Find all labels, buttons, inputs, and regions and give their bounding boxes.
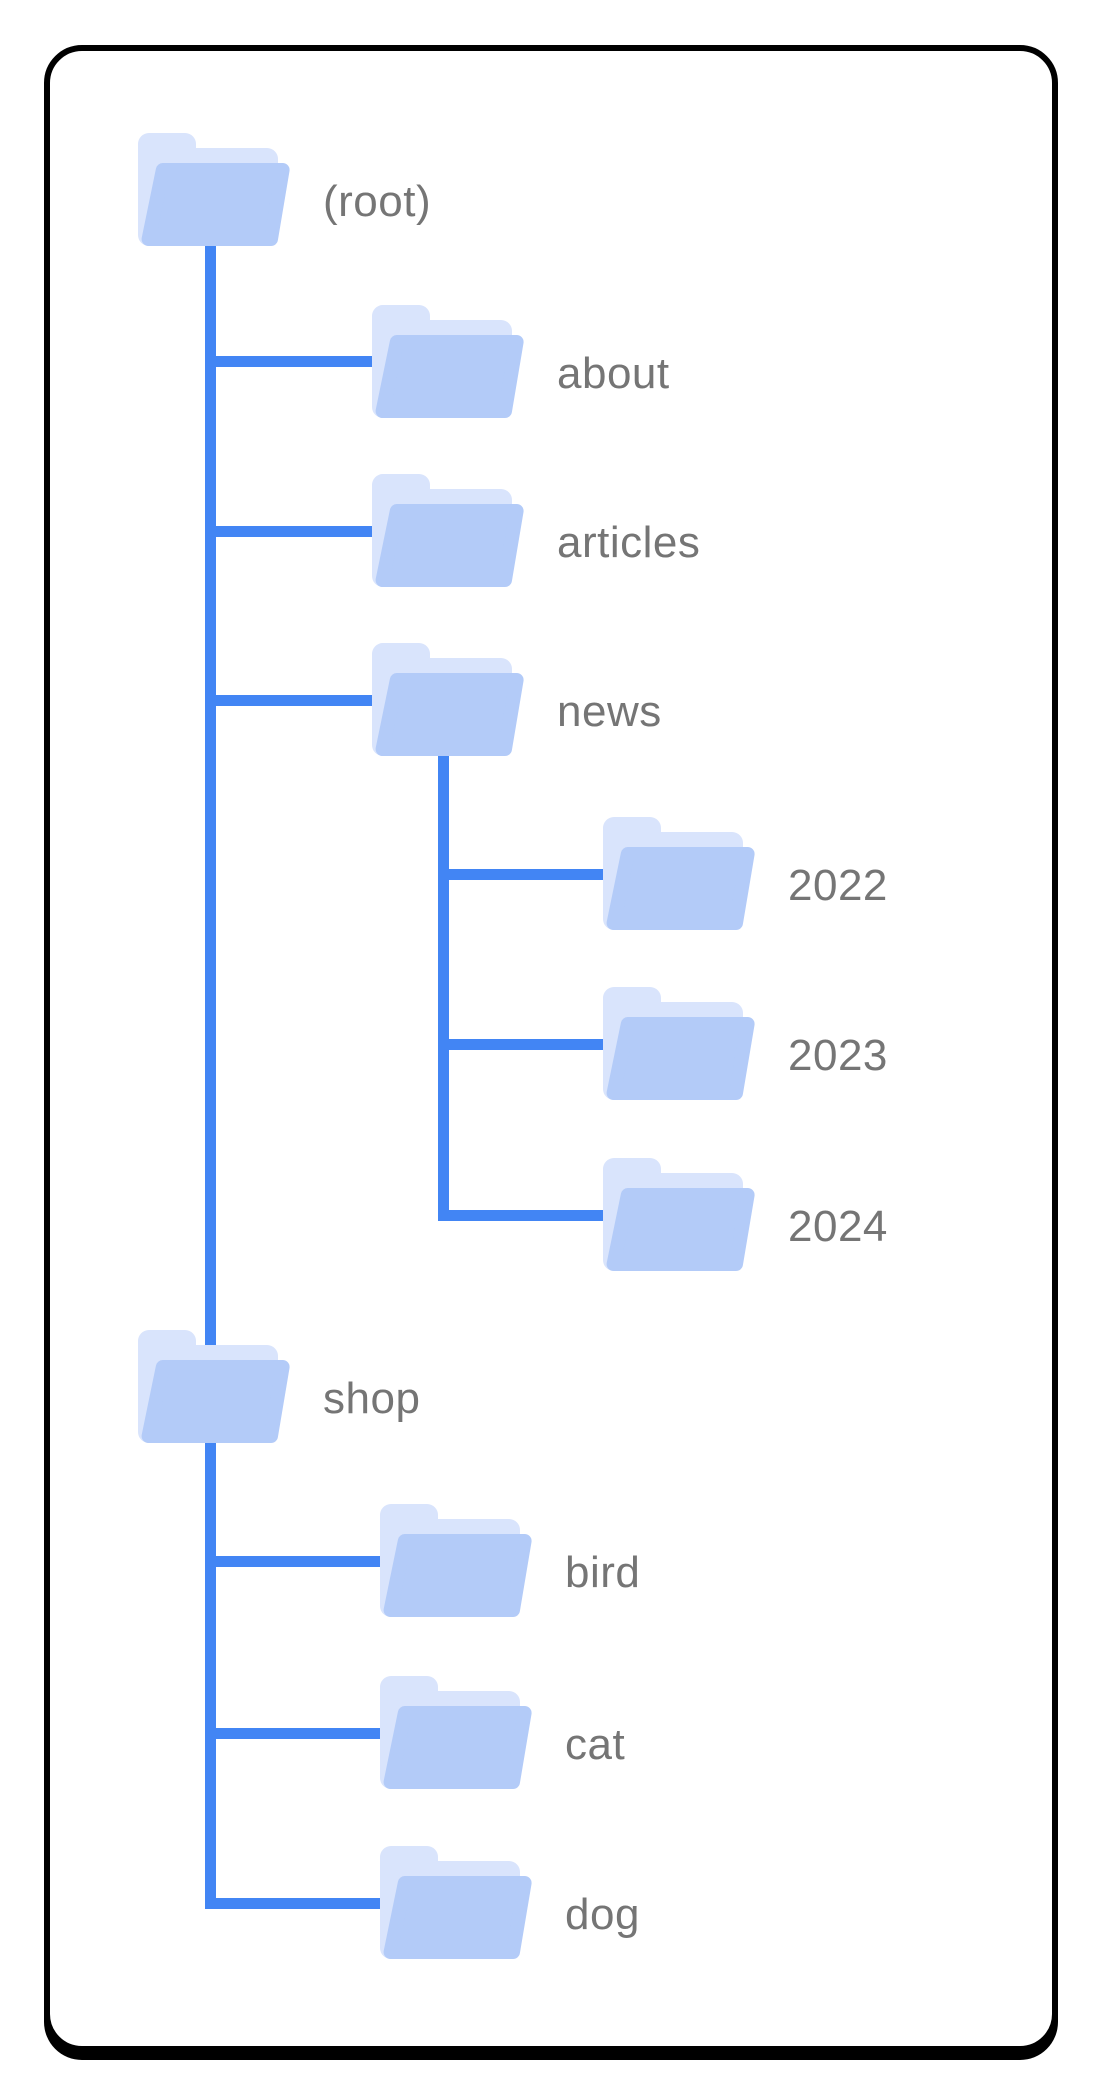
- folder-icon-dog: [380, 1846, 532, 1959]
- folder-icon-about: [372, 305, 524, 418]
- folder-label-y2023: 2023: [788, 1031, 888, 1080]
- folder-icon-news: [372, 643, 524, 756]
- connector-branch-bird: [205, 1556, 389, 1567]
- folder-icon-shop: [138, 1330, 290, 1443]
- folder-label-about: about: [557, 349, 670, 398]
- folder-label-root: (root): [323, 177, 432, 226]
- folder-label-shop: shop: [323, 1374, 421, 1423]
- connector-branch-2022: [438, 869, 611, 880]
- folder-icon-y2023: [603, 987, 755, 1100]
- folder-label-y2024: 2024: [788, 1202, 888, 1251]
- folder-icon-articles: [372, 474, 524, 587]
- connector-trunk-news: [438, 750, 449, 1221]
- folder-icon-root: [138, 133, 290, 246]
- connector-branch-2023: [438, 1039, 611, 1050]
- folder-label-cat: cat: [565, 1720, 626, 1769]
- folder-label-news: news: [557, 687, 662, 736]
- folder-label-articles: articles: [557, 518, 701, 567]
- folder-icon-y2022: [603, 817, 755, 930]
- folder-icon-bird: [380, 1504, 532, 1617]
- folder-label-bird: bird: [565, 1548, 641, 1597]
- connector-branch-about: [205, 356, 381, 367]
- connector-branch-2024: [438, 1210, 611, 1221]
- connector-trunk-root: [205, 240, 216, 1909]
- connector-branch-articles: [205, 526, 381, 537]
- folder-icon-y2024: [603, 1158, 755, 1271]
- connector-branch-news: [205, 695, 381, 706]
- connector-branch-cat: [205, 1728, 389, 1739]
- connector-branch-dog: [205, 1898, 389, 1909]
- folder-icon-cat: [380, 1676, 532, 1789]
- folder-label-dog: dog: [565, 1890, 640, 1939]
- folder-label-y2022: 2022: [788, 861, 888, 910]
